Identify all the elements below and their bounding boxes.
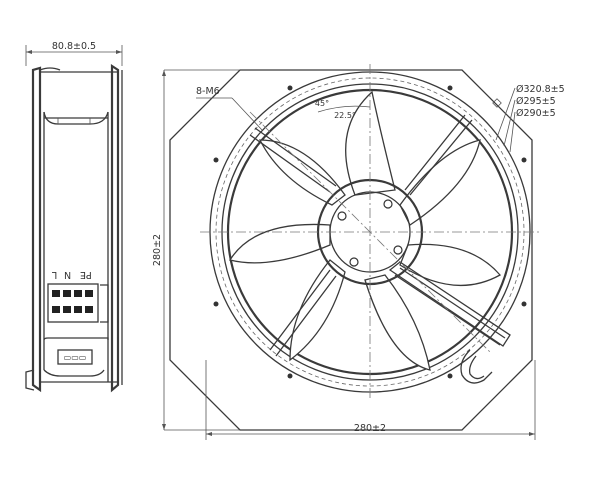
- terminal-pe-label: PE: [80, 269, 92, 280]
- cable-conduit: [388, 261, 511, 347]
- diameter-outer-label: Ø320.8±5: [516, 84, 565, 95]
- mounting-holes: [213, 85, 527, 379]
- frame-outline: [169, 69, 533, 431]
- terminal-n-label: N: [64, 269, 71, 280]
- height-dimension-label: 280±2: [152, 234, 163, 266]
- terminal-l-label: L: [51, 269, 57, 280]
- svg-text:▭▭▭: ▭▭▭: [64, 353, 87, 362]
- side-view: 80.8±0.5 PE N L: [25, 41, 123, 393]
- hub-bolts: [337, 199, 403, 267]
- depth-dimension-label: 80.8±0.5: [52, 41, 96, 52]
- terminal-slots: [52, 290, 93, 313]
- angle-22-label: 22.5°: [334, 111, 356, 120]
- diameter-mid-label: Ø295±5: [516, 96, 556, 107]
- fan-blades: [228, 90, 502, 371]
- width-dimension-label: 280±2: [354, 423, 386, 434]
- front-view: 280±2 280±2: [152, 64, 565, 440]
- mount-holes-label: 8-M6: [196, 86, 220, 97]
- diameter-inner-label: Ø290±5: [516, 108, 556, 119]
- angle-45-label: 45°: [315, 99, 329, 108]
